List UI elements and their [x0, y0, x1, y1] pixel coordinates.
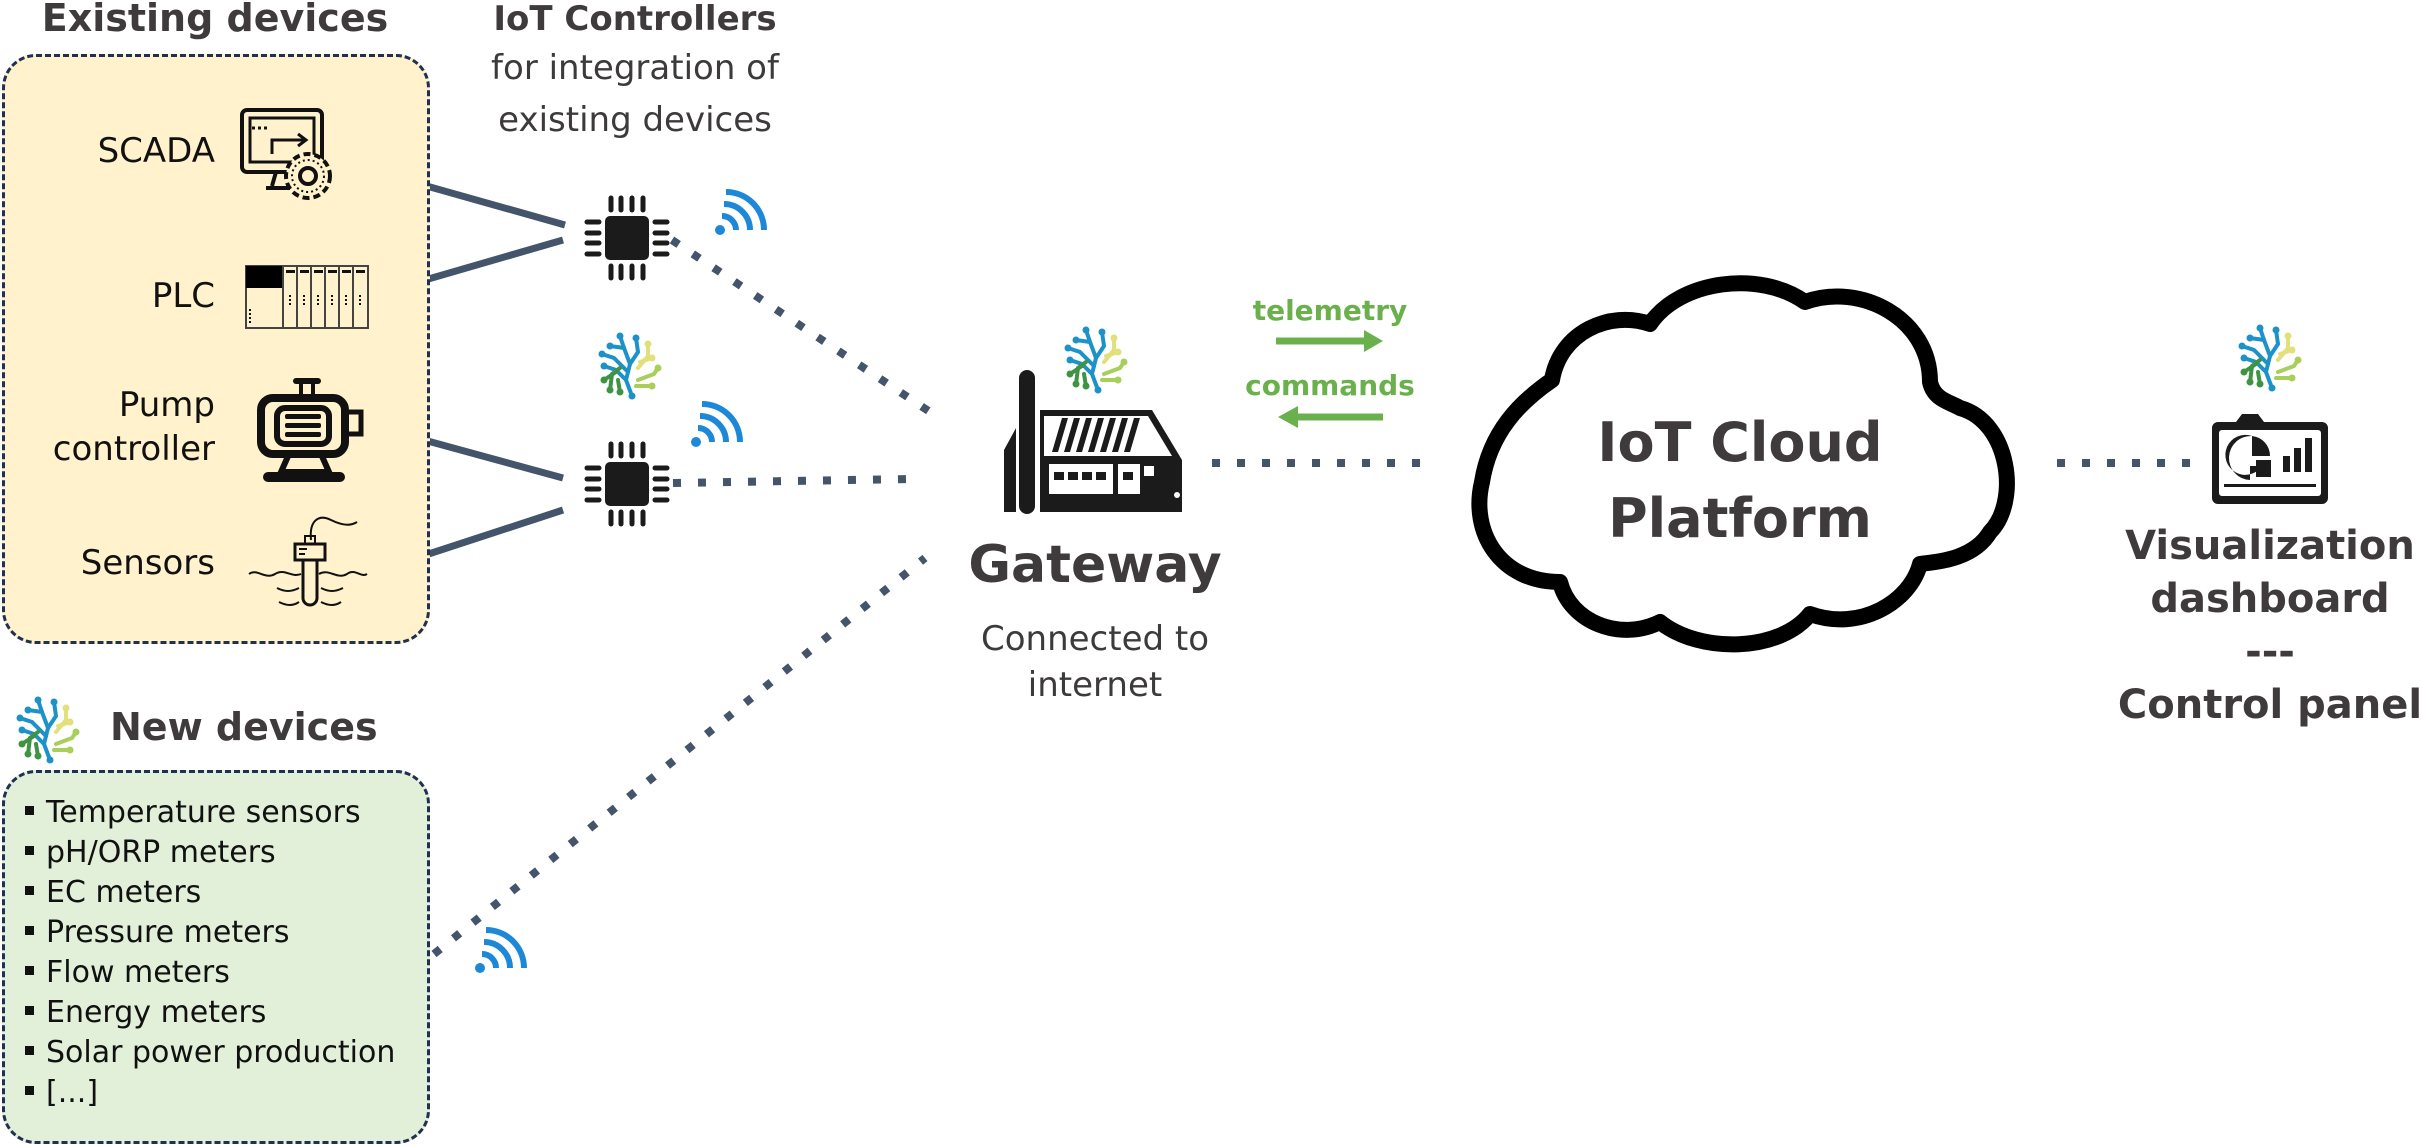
plc-label: PLC	[151, 276, 215, 316]
bullet-icon	[25, 806, 34, 815]
list-item: Flow meters	[25, 953, 395, 993]
iot-controllers-title: IoT Controllers	[493, 0, 777, 39]
iot-controller-chip-icon	[584, 441, 670, 527]
list-item-text: Energy meters	[46, 995, 267, 1030]
link-newdevices-gateway	[431, 554, 928, 958]
telemetry-arrow	[1276, 330, 1383, 352]
bullet-icon	[25, 926, 34, 935]
new-devices-box: Temperature sensors pH/ORP meters EC met…	[2, 770, 430, 1144]
dashboard-line2: dashboard	[2150, 576, 2390, 622]
iot-controller-chip-icon	[584, 195, 670, 281]
iot-controllers-header: IoT Controllers for integration of exist…	[470, 0, 800, 146]
gateway-subtitle: Connected to internet	[940, 616, 1250, 708]
pump-motor-icon	[257, 378, 364, 482]
list-item: Energy meters	[25, 993, 395, 1033]
list-item: Pressure meters	[25, 913, 395, 953]
wifi-signal-icon	[715, 189, 767, 235]
list-item-text: Pressure meters	[46, 915, 290, 950]
cloud-title-line1: IoT Cloud	[1597, 411, 1883, 474]
brand-logo-icon	[14, 694, 82, 766]
list-item: Temperature sensors	[25, 793, 395, 833]
dashboard-line1: Visualization	[2125, 523, 2415, 569]
iot-controllers-subtitle-2: existing devices	[498, 100, 772, 140]
dashboard-separator: ---	[2245, 629, 2295, 675]
bullet-icon	[25, 1006, 34, 1015]
telemetry-label: telemetry	[1252, 294, 1408, 327]
link-controller2-gateway	[672, 475, 911, 487]
bullet-icon	[25, 966, 34, 975]
list-item: Solar power production	[25, 1033, 395, 1073]
bullet-icon	[25, 846, 34, 855]
dashboard-title: Visualization dashboard --- Control pane…	[2110, 520, 2422, 732]
list-item-text: Solar power production	[46, 1035, 396, 1070]
list-item-text: pH/ORP meters	[46, 835, 276, 870]
list-item: [...]	[25, 1073, 395, 1113]
gateway-title: Gateway	[968, 535, 1222, 595]
bullet-icon	[25, 1046, 34, 1055]
sensors-label: Sensors	[80, 543, 215, 583]
scada-monitor-gear-icon	[240, 108, 332, 200]
water-probe-sensor-icon	[248, 516, 368, 607]
list-item-text: EC meters	[46, 875, 202, 910]
new-devices-list: Temperature sensors pH/ORP meters EC met…	[25, 793, 395, 1113]
pump-label-line1: Pump	[118, 385, 215, 425]
list-item-text: Flow meters	[46, 955, 230, 990]
pump-controller-label: Pump controller	[5, 383, 215, 471]
cloud-shape-icon	[1471, 275, 2015, 653]
existing-devices-title: Existing devices	[41, 0, 389, 40]
list-item-text: [...]	[46, 1075, 99, 1110]
link-controller1-gateway	[669, 236, 933, 416]
commands-arrow	[1278, 406, 1383, 428]
wifi-signal-icon	[475, 927, 527, 973]
dashboard-line3: Control panel	[2117, 682, 2422, 728]
bullet-icon	[25, 1086, 34, 1095]
gateway-subtitle-line2: internet	[1027, 665, 1163, 705]
new-devices-title: New devices	[110, 705, 378, 749]
wifi-signal-icon	[691, 401, 743, 447]
brand-logo-icon	[596, 330, 664, 402]
scada-label: SCADA	[97, 131, 215, 171]
list-item: pH/ORP meters	[25, 833, 395, 873]
gateway-router-icon	[1004, 370, 1182, 514]
list-item: EC meters	[25, 873, 395, 913]
cloud-title-line2: Platform	[1608, 487, 1872, 550]
dashboard-chart-icon	[2212, 414, 2328, 504]
cloud-platform-title: IoT Cloud Platform	[1540, 405, 1940, 557]
list-item-text: Temperature sensors	[46, 795, 361, 830]
gateway-subtitle-line1: Connected to	[980, 619, 1210, 659]
existing-devices-box: SCADA PLC Pump controller Sensors	[2, 54, 430, 644]
pump-label-line2: controller	[52, 429, 215, 469]
plc-rack-icon	[245, 265, 369, 329]
commands-label: commands	[1245, 369, 1415, 402]
bullet-icon	[25, 886, 34, 895]
brand-logo-icon	[2236, 322, 2304, 394]
iot-controllers-subtitle-1: for integration of	[491, 48, 779, 88]
